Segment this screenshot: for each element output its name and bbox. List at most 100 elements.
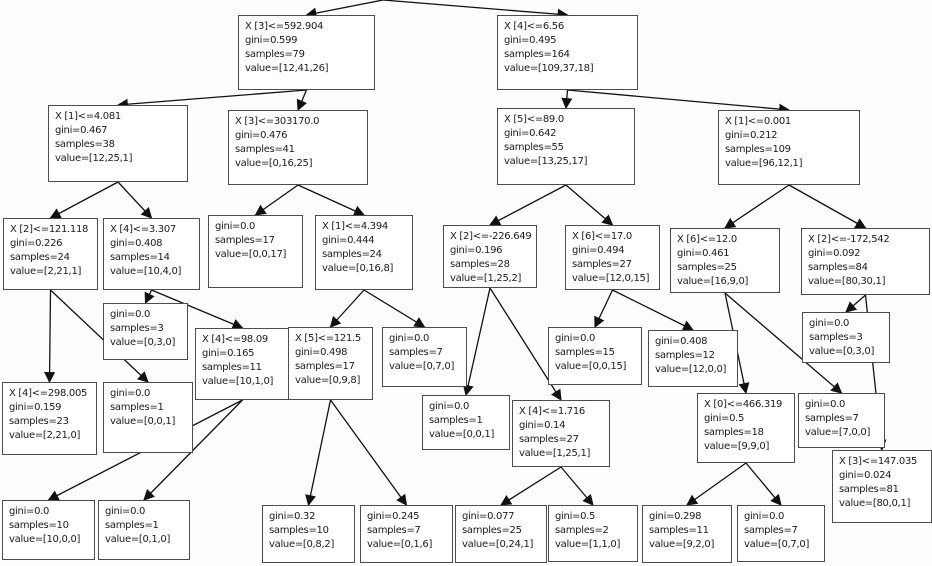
node-line: samples=24 [10,252,70,263]
node-line: samples=10 [9,520,69,531]
node-line: X [4]<=3.307 [110,224,176,235]
node-line: gini=0.0 [215,221,256,232]
node-line: gini=0.0 [805,399,846,410]
node-line: value=[96,12,1] [725,158,803,169]
node-line: samples=1 [110,402,164,413]
node-line: X [4]<=6.56 [504,21,564,32]
node-line: gini=0.077 [462,511,515,522]
node-line: gini=0.0 [429,401,470,412]
tree-edge [144,289,155,305]
node-line: gini=0.245 [367,511,420,522]
node-line: samples=1 [429,415,483,426]
tree-edge [845,294,866,313]
node-line: samples=24 [322,249,382,260]
node-line: samples=28 [450,259,510,270]
node-line: value=[109,37,18] [504,63,594,74]
tree-edge [565,184,614,226]
node-line: value=[0,7,0] [389,361,455,372]
node-line: value=[1,25,1] [519,448,591,459]
node-line: value=[2,21,1] [10,266,82,277]
node-line: value=[12,0,15] [572,273,650,284]
tree-edge [567,89,791,115]
tree-edge [382,0,569,20]
tree-edge [50,289,149,383]
node-line: samples=7 [805,413,859,424]
node-line: X [4]<=98.09 [202,334,268,345]
node-line: gini=0.165 [202,348,255,359]
node-line: gini=0.024 [839,470,892,481]
node-line: value=[0,0,1] [110,416,176,427]
node-line: gini=0.642 [504,128,557,139]
node-line: value=[0,7,0] [744,539,810,550]
tree-node-n2: X [4]<=6.56 gini=0.495 samples=164 value=[1… [497,15,638,90]
node-line: gini=0.0 [389,333,430,344]
node-line: gini=0.0 [555,333,596,344]
node-line: value=[1,1,0] [555,539,621,550]
node-line: value=[0,24,1] [462,539,534,550]
node-line: samples=164 [504,49,570,60]
node-line: gini=0.461 [677,248,730,259]
node-line: value=[10,1,0] [202,376,274,387]
tree-edge [724,292,843,394]
tree-edge [143,399,243,501]
tree-edge [594,289,614,328]
node-line: gini=0.092 [808,248,861,259]
node-line: gini=0.0 [110,388,151,399]
node-line: samples=10 [269,525,329,536]
tree-node-n33: gini=0.077 samples=25 value=[0,24,1] [455,505,547,563]
node-line: gini=0.0 [744,511,785,522]
node-line: samples=17 [295,361,355,372]
node-line: value=[0,3,0] [110,337,176,348]
node-line: X [2]<=-172,542 [808,234,890,245]
node-line: samples=7 [367,525,421,536]
tree-edge [44,289,56,384]
node-line: value=[0,16,8] [322,263,394,274]
node-line: samples=3 [110,323,164,334]
node-line: X [3]<=303170.0 [235,116,320,127]
node-line: gini=0.5 [555,511,596,522]
tree-node-n23: gini=0.0 samples=1 value=[0,0,1] [103,382,193,453]
tree-edge [116,89,307,110]
node-line: X [1]<=0.001 [725,116,791,127]
node-line: X [2]<=121.118 [10,224,89,235]
tree-node-n36: gini=0.0 samples=7 value=[0,7,0] [737,505,825,562]
node-line: samples=18 [704,427,764,438]
node-line: gini=0.467 [55,125,108,136]
node-line: value=[0,1,0] [105,534,171,545]
node-line: samples=14 [110,252,170,263]
node-line: samples=7 [744,525,798,536]
node-line: samples=25 [677,262,737,273]
node-line: gini=0.476 [235,130,288,141]
node-line: X [2]<=-226.649 [450,231,532,242]
node-line: samples=25 [462,525,522,536]
tree-edge [254,184,299,216]
node-line: value=[9,2,0] [649,539,715,550]
node-line: gini=0.196 [450,245,503,256]
node-line: gini=0.495 [504,35,557,46]
node-line: samples=27 [572,259,632,270]
node-line: gini=0.159 [9,402,62,413]
tree-edge [686,462,747,506]
tree-edge [724,184,790,229]
node-line: value=[12,25,1] [55,153,133,164]
node-line: samples=1 [105,520,159,531]
node-line: value=[0,3,0] [809,346,875,357]
tree-edge [297,184,366,216]
node-line: samples=3 [809,332,863,343]
tree-edge [561,89,573,110]
node-line: samples=17 [215,235,275,246]
